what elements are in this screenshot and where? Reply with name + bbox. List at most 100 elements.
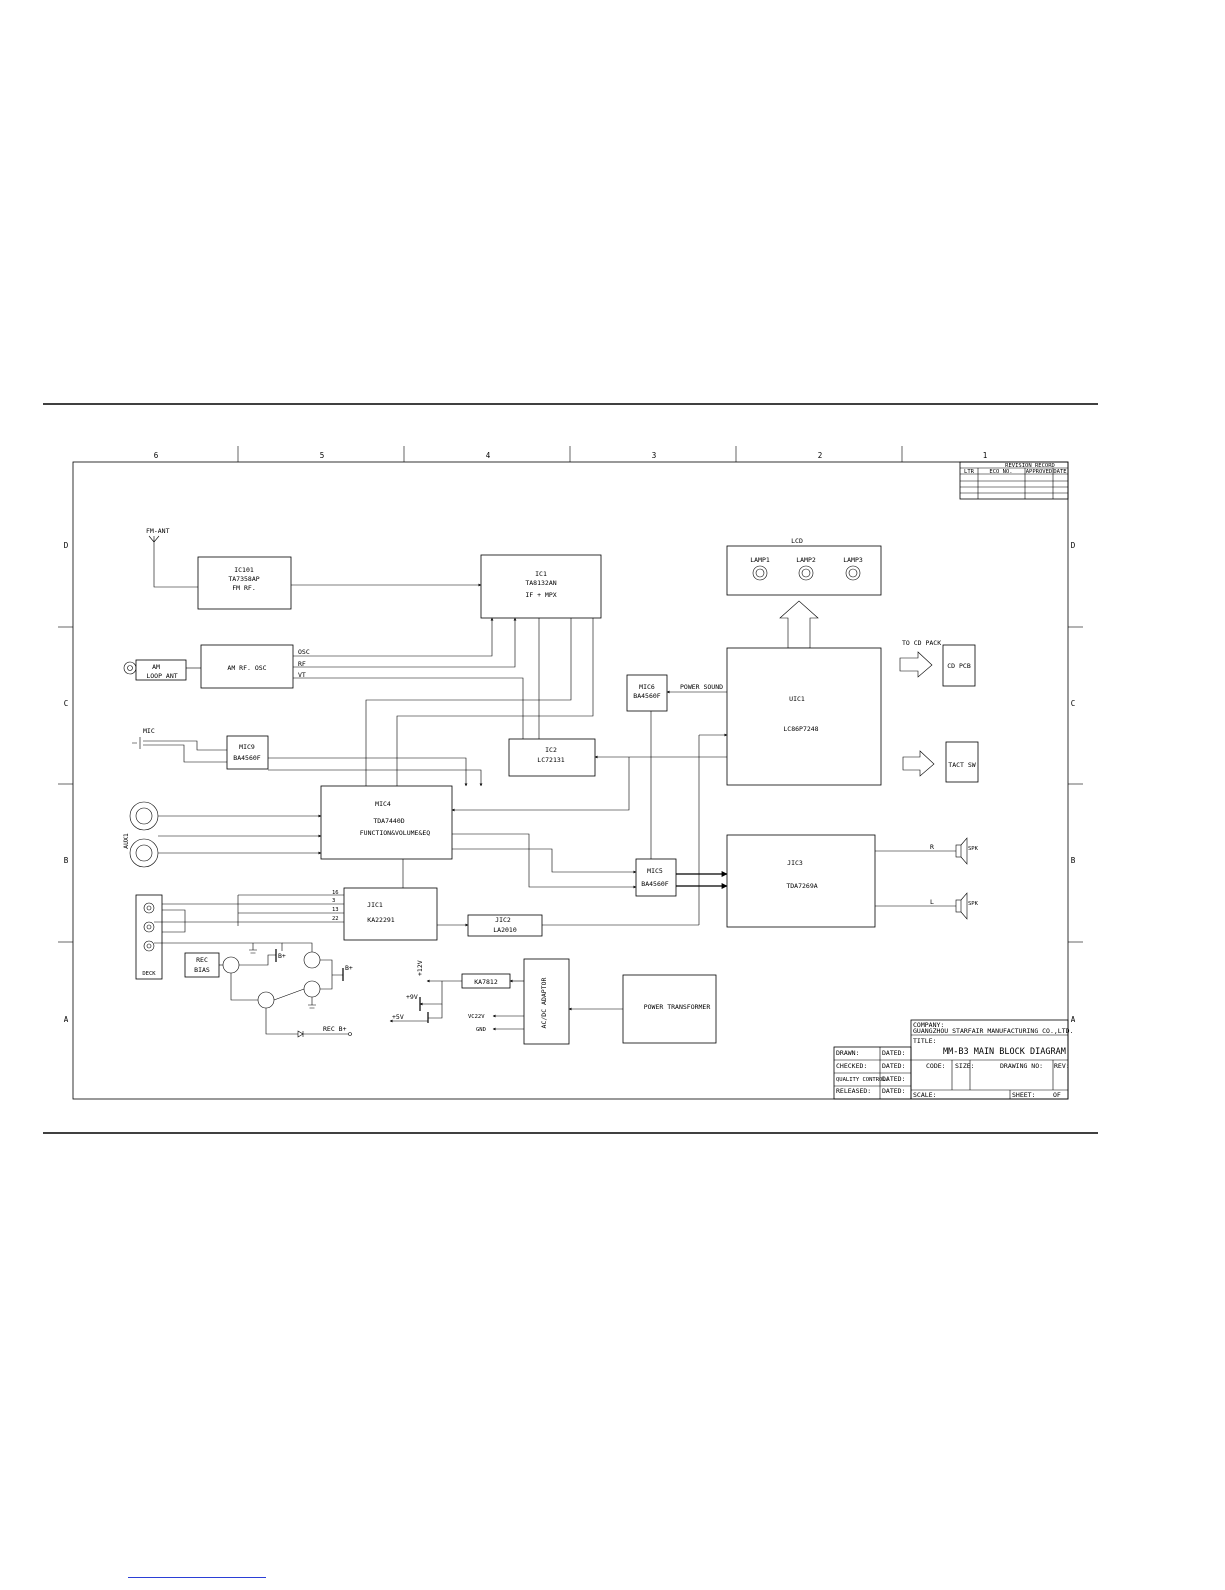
pin-13-label: 13 [332,907,339,913]
svg-text:IC2: IC2 [545,746,557,754]
row-label-d-left: D [64,541,69,550]
block-mic5: MIC5 BA4560F [635,858,677,897]
svg-text:TDA7269A: TDA7269A [786,882,817,890]
svg-text:LOOP ANT: LOOP ANT [146,672,177,680]
vc22v-label: VC22V [468,1014,485,1020]
row-ticks [58,626,1083,943]
wire-mic9-mic4-b [268,769,483,787]
mic-jack-icon [132,737,152,749]
svg-text:JIC3: JIC3 [787,859,803,867]
svg-text:JIC2: JIC2 [495,916,511,924]
block-ka7812: KA7812 [461,973,511,989]
lamp-icon [752,565,768,581]
svg-text:LA2010: LA2010 [493,926,517,934]
mic-input-jack: MIC [132,727,155,749]
dated-label-2: DATED: [882,1062,905,1070]
rca-jack-icon [129,838,159,868]
block-cd-pcb: CD PCB [942,644,976,687]
transistor-icon [303,980,321,998]
svg-text:AC/DC ADAPTOR: AC/DC ADAPTOR [540,977,548,1028]
row-label-b-right: B [1071,856,1076,865]
drawing-frame [72,461,1069,1100]
footer-link-underline[interactable] [128,1577,266,1578]
aux-inputs: AUX1 [122,801,159,868]
block-mic6: MIC6 BA4560F [626,674,668,712]
lamp-icon [798,565,814,581]
svg-text:IC1: IC1 [535,570,547,578]
deck-head-icon [143,902,155,914]
col-label-3: 3 [652,451,657,460]
block-uic1: UIC1 LC86P7248 [726,647,882,786]
wire-mic-a [152,740,227,751]
svg-text:LAMP3: LAMP3 [843,556,863,564]
pin-16-label: 16 [332,890,339,896]
dated-label-3: DATED: [882,1075,905,1083]
l-label: L [930,898,934,906]
block-lcd: LCD LAMP1 LAMP2 LAMP3 [726,537,882,596]
power-sound-label: POWER SOUND [680,683,723,691]
svg-text:FM RF.: FM RF. [232,584,255,592]
row-label-d-right: D [1071,541,1076,550]
r-label: R [930,843,934,851]
svg-text:KA22291: KA22291 [367,916,394,924]
checked-label: CHECKED: [836,1062,867,1070]
diode-icon [297,1030,304,1038]
wire-mic4-mic5-a [452,848,637,874]
wire-osc [293,617,494,657]
drawing-title: MM-B3 MAIN BLOCK DIAGRAM [943,1047,1066,1057]
svg-text:JIC1: JIC1 [367,901,383,909]
to-cd-pack-label: TO CD PACK [902,639,941,647]
to-cd-pack-arrow-icon [899,651,933,678]
row-label-b-left: B [64,856,69,865]
transistor-icon [222,956,240,974]
released-label: RELEASED: [836,1087,871,1095]
col-label-1: 1 [983,451,988,460]
row-label-c-right: C [1071,699,1076,708]
osc-label: OSC [298,648,310,656]
block-am-rf-osc: AM RF. OSC [200,644,294,689]
block-deck: DECK [135,894,163,980]
lcd-drive-arrow-icon [779,600,819,649]
v9-label: +9V [406,993,418,1001]
svg-text:MIC4: MIC4 [375,800,391,808]
revision-record-table: REVISION RECORD LTR ECO NO. APPROVED DAT… [959,461,1069,500]
svg-text:TA7358AP: TA7358AP [228,575,259,583]
company-name: GUANGZHOU STARFAIR MANUFACTURING CO.,LTD… [913,1027,1073,1035]
block-acdc-adaptor: AC/DC ADAPTOR [523,958,570,1045]
column-ticks [237,446,903,462]
block-mic4: MIC4 TDA7440D FUNCTION&VOLUME&EQ [320,785,453,860]
rev-header-eco: ECO NO. [989,469,1012,475]
sheet-label: SHEET: [1012,1091,1035,1099]
col-label-5: 5 [320,451,325,460]
transistor-icon [257,991,275,1009]
rev-label: REV: [1054,1062,1070,1070]
wire-ic1-mic4-b [396,618,594,786]
svg-text:POWER TRANSFORMER: POWER TRANSFORMER [644,1003,711,1011]
wire-mic9-mic4-a [268,757,468,787]
dated-label-4: DATED: [882,1087,905,1095]
company-label: COMPANY: [913,1021,944,1029]
wire-bias-transistor [230,973,258,1001]
row-labels: D C B A D C B A [64,541,1076,1024]
svg-text:AM RF. OSC: AM RF. OSC [227,664,266,672]
drawn-label: DRAWN: [836,1049,859,1057]
bplus-label-b: B+ [345,964,353,972]
fm-ant-label: FM-ANT [146,527,170,535]
svg-text:MIC6: MIC6 [639,683,655,691]
row-label-a-left: A [64,1015,69,1024]
col-label-6: 6 [154,451,159,460]
rev-header-ltr: LTR [964,469,975,475]
svg-text:LC86P7248: LC86P7248 [783,725,818,733]
block-jic1: JIC1 KA22291 [343,887,438,941]
svg-text:REC: REC [196,956,208,964]
rec-bplus-label: REC B+ [323,1025,347,1033]
ground-icon [249,943,257,954]
scale-label: SCALE: [913,1091,936,1099]
pin-3-label: 3 [332,898,335,904]
block-ic101: IC101 TA7358AP FM RF. [197,556,292,610]
wire-9v [419,981,443,1006]
wire-ic1-mic4-a [365,618,572,786]
bplus-label-a: B+ [278,952,286,960]
svg-text:BA4560F: BA4560F [233,754,260,762]
